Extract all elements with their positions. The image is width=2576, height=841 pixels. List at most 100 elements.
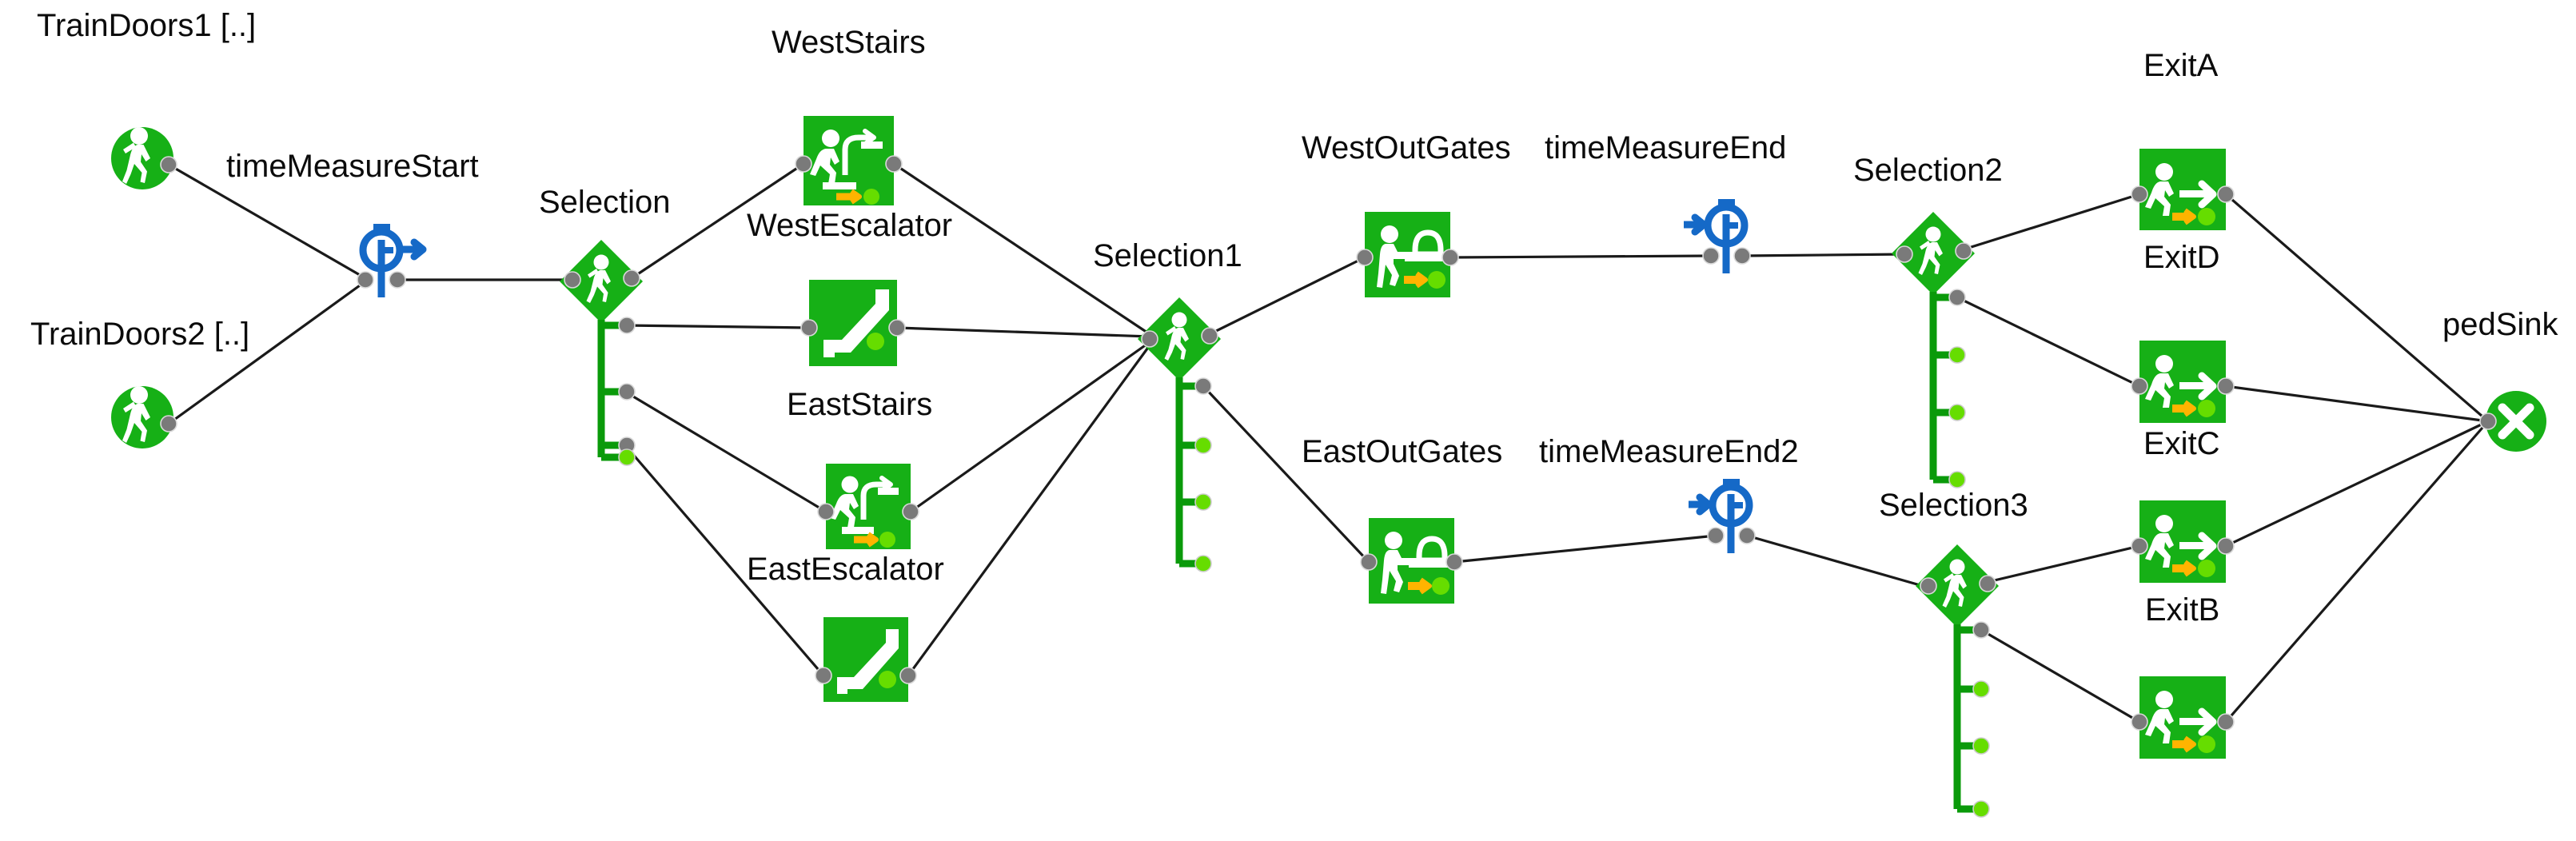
connector-Selection1-EastOutGates[interactable] xyxy=(1202,385,1370,564)
port-out-1[interactable] xyxy=(1194,377,1212,395)
block-EastOutGates[interactable] xyxy=(1360,518,1463,604)
port-out[interactable] xyxy=(2217,713,2235,731)
port-in[interactable] xyxy=(800,319,818,337)
port-out-4-unconnected[interactable] xyxy=(618,448,636,466)
block-timeMeasureStart[interactable] xyxy=(357,224,427,297)
port-in[interactable] xyxy=(2131,537,2148,555)
connector-Selection1-WestOutGates[interactable] xyxy=(1209,256,1366,336)
block-ExitB[interactable] xyxy=(2131,676,2235,759)
port-out[interactable] xyxy=(2217,537,2235,555)
port-out[interactable] xyxy=(902,503,919,520)
connector-WestStairs-Selection1[interactable] xyxy=(893,162,1150,336)
port-in[interactable] xyxy=(2131,713,2148,731)
connector-ExitD-pedSink[interactable] xyxy=(2225,385,2489,423)
port-in[interactable] xyxy=(815,667,832,684)
connector-timeMeasureEnd-Selection2[interactable] xyxy=(1741,253,1905,257)
port-in[interactable] xyxy=(357,271,374,289)
port-out-3-unconnected[interactable] xyxy=(1972,737,1990,755)
connector-Selection3-ExitC[interactable] xyxy=(1987,544,2140,584)
port-in[interactable] xyxy=(1702,247,1720,265)
connector-EastOutGates-timeMeasureEnd2[interactable] xyxy=(1453,534,1717,564)
port-in[interactable] xyxy=(1896,245,1913,263)
port-out-3-unconnected[interactable] xyxy=(1194,493,1212,511)
connector-ExitA-pedSink[interactable] xyxy=(2224,193,2490,423)
port-in[interactable] xyxy=(1360,553,1378,571)
port-in[interactable] xyxy=(1356,249,1374,266)
port-out-1[interactable] xyxy=(618,317,636,334)
block-WestEscalator[interactable] xyxy=(800,280,906,366)
port-out-2-unconnected[interactable] xyxy=(1948,346,1966,364)
connector-ExitC-pedSink[interactable] xyxy=(2225,420,2489,548)
port-out-2[interactable] xyxy=(618,383,636,401)
port-out-0[interactable] xyxy=(623,269,640,287)
port-out-0[interactable] xyxy=(1201,327,1218,345)
block-Selection3[interactable] xyxy=(1916,544,1999,818)
connector-EastEscalator-Selection1[interactable] xyxy=(907,345,1151,676)
port-out[interactable] xyxy=(389,271,406,289)
port-out-4-unconnected[interactable] xyxy=(1948,471,1966,488)
sink-x-icon xyxy=(2498,403,2534,440)
block-ExitA[interactable] xyxy=(2131,149,2235,230)
port-out[interactable] xyxy=(2217,377,2235,395)
label-selection3: Selection3 xyxy=(1879,488,2028,523)
block-timeMeasureEnd2[interactable] xyxy=(1689,479,1756,553)
block-WestOutGates[interactable] xyxy=(1356,212,1459,297)
label-westEscalator: WestEscalator xyxy=(747,208,953,243)
connector-Selection-WestStairs[interactable] xyxy=(631,162,804,280)
port-out[interactable] xyxy=(899,667,917,684)
port-in[interactable] xyxy=(1920,577,1937,595)
port-in[interactable] xyxy=(2479,413,2497,430)
port-out[interactable] xyxy=(160,156,177,173)
block-timeMeasureEnd[interactable] xyxy=(1684,199,1751,273)
port-in[interactable] xyxy=(1141,330,1158,348)
port-out-2-unconnected[interactable] xyxy=(1972,680,1990,698)
block-ExitD[interactable] xyxy=(2131,341,2235,423)
connector-WestOutGates-timeMeasureEnd[interactable] xyxy=(1449,254,1712,259)
block-Selection2[interactable] xyxy=(1892,212,1975,488)
port-out-1[interactable] xyxy=(1972,621,1990,639)
connector-Selection2-ExitA[interactable] xyxy=(1963,193,2140,251)
port-out[interactable] xyxy=(888,319,906,337)
port-in[interactable] xyxy=(2131,377,2148,395)
port-out[interactable] xyxy=(1442,249,1459,266)
block-pedSource2[interactable] xyxy=(111,386,177,448)
connector-EastStairs-Selection1[interactable] xyxy=(910,341,1150,513)
block-WestStairs[interactable] xyxy=(795,116,903,205)
connector-Selection3-ExitB[interactable] xyxy=(1980,628,2140,723)
port-out-4-unconnected[interactable] xyxy=(1972,800,1990,818)
block-ExitC[interactable] xyxy=(2131,500,2235,583)
connector-Selection-EastEscalator[interactable] xyxy=(624,444,825,677)
port-out-1[interactable] xyxy=(1948,289,1966,306)
port-out-0[interactable] xyxy=(1979,575,1996,592)
block-Selection1[interactable] xyxy=(1138,297,1221,572)
port-out-3-unconnected[interactable] xyxy=(1948,404,1966,421)
block-pedSink[interactable] xyxy=(2479,391,2546,452)
block-EastStairs[interactable] xyxy=(817,464,919,549)
port-out[interactable] xyxy=(1446,553,1463,571)
connector-ExitB-pedSink[interactable] xyxy=(2224,420,2490,723)
connector-Selection-WestEscalator[interactable] xyxy=(624,324,810,329)
connector-pedSource2-timeMeasureStart[interactable] xyxy=(168,280,366,425)
port-in[interactable] xyxy=(2131,185,2148,203)
port-out[interactable] xyxy=(2217,185,2235,203)
port-in[interactable] xyxy=(1707,527,1725,544)
block-Selection[interactable] xyxy=(560,240,643,466)
port-in[interactable] xyxy=(795,155,812,173)
block-EastEscalator[interactable] xyxy=(815,617,917,702)
port-out[interactable] xyxy=(1738,527,1756,544)
port-in[interactable] xyxy=(564,271,581,289)
port-out[interactable] xyxy=(1733,247,1751,265)
connector-timeMeasureEnd2-Selection3[interactable] xyxy=(1746,534,1929,589)
block-pedSource1[interactable] xyxy=(111,127,177,189)
port-out-4-unconnected[interactable] xyxy=(1194,555,1212,572)
port-out-2-unconnected[interactable] xyxy=(1194,436,1212,454)
connector-pedSource1-timeMeasureStart[interactable] xyxy=(168,163,366,280)
port-in[interactable] xyxy=(817,503,835,520)
connector-Selection-EastStairs[interactable] xyxy=(624,390,827,513)
connector-Selection2-ExitD[interactable] xyxy=(1956,296,2140,388)
port-out-0[interactable] xyxy=(1955,242,1972,260)
port-out[interactable] xyxy=(160,415,177,432)
connector-WestEscalator-Selection1[interactable] xyxy=(896,326,1150,338)
port-out[interactable] xyxy=(885,155,903,173)
